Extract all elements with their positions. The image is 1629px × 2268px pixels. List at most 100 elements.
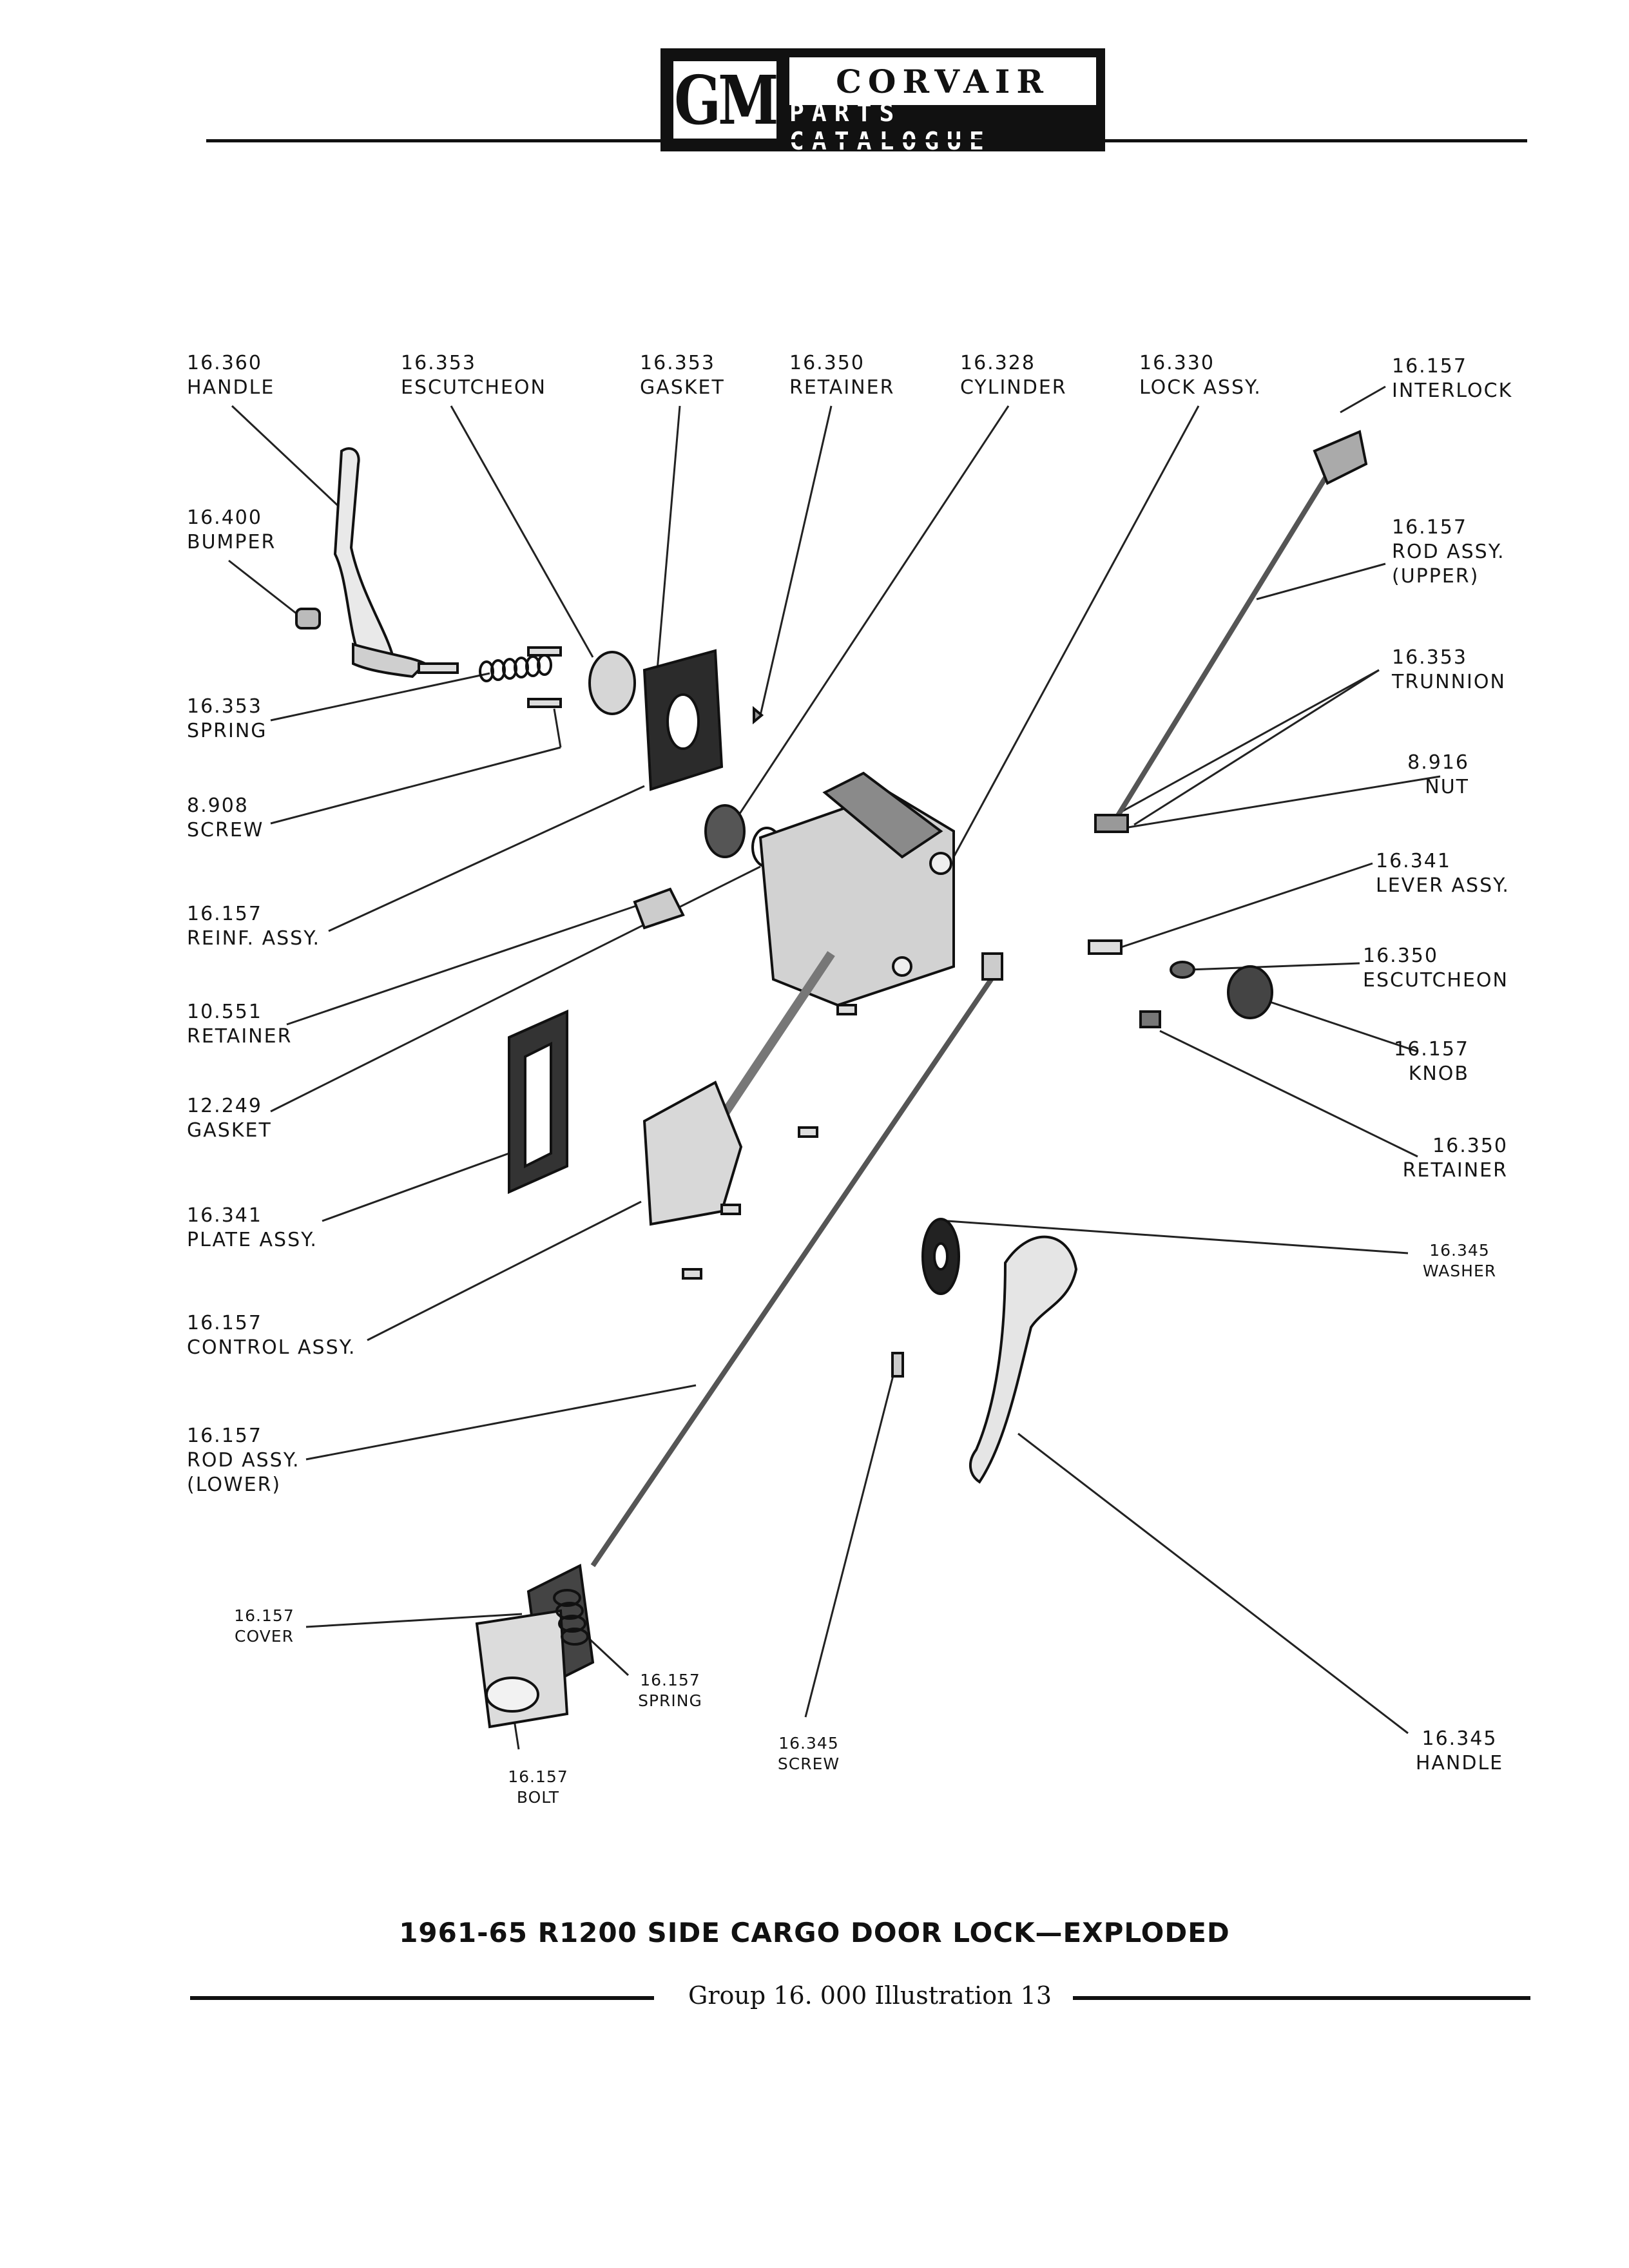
callout-number: 16.157 (234, 1606, 294, 1625)
screw-lock-part (836, 1004, 857, 1015)
leader-handle-right (1017, 1432, 1409, 1735)
callout-reinf-assy: 16.157 REINF. ASSY. (187, 902, 320, 951)
callout-number: 16.350 (1363, 945, 1438, 967)
callout-bumper: 16.400 BUMPER (187, 506, 276, 555)
lever-assy-part (1088, 939, 1123, 955)
leader-reinf (328, 785, 645, 932)
leader-rod-upper (1256, 562, 1386, 601)
callout-number: 16.345 (1422, 1727, 1498, 1750)
callout-number: 16.400 (187, 506, 262, 529)
rod-lower-end (981, 952, 1003, 981)
callout-number: 16.328 (960, 352, 1036, 374)
callout-bolt: 16.157 BOLT (496, 1767, 580, 1808)
callout-name: SCREW (187, 819, 264, 841)
callout-extra: (LOWER) (187, 1474, 282, 1496)
callout-rod-assy-upper: 16.157 ROD ASSY. (UPPER) (1392, 515, 1505, 589)
leader-spring-left (270, 672, 490, 722)
leader-knob (1256, 996, 1418, 1053)
callout-name: CYLINDER (960, 376, 1067, 399)
retainer-top-part (753, 706, 764, 725)
leader-control-assy (367, 1200, 642, 1341)
callout-number: 16.157 (187, 903, 262, 925)
leader-escutcheon-right (1188, 962, 1360, 971)
callout-lever-assy: 16.341 LEVER ASSY. (1376, 849, 1510, 898)
gm-logo-mark: GM (670, 57, 780, 142)
control-screw-1 (798, 1126, 818, 1138)
callout-name: RETAINER (1402, 1159, 1508, 1182)
control-screw-2 (720, 1204, 741, 1215)
leader-interlock (1340, 385, 1386, 414)
callout-knob: 16.157 KNOB (1373, 1037, 1469, 1086)
leader-cylinder (727, 405, 1010, 832)
callout-name: ROD ASSY. (187, 1449, 300, 1472)
callout-number: 16.157 (187, 1312, 262, 1334)
leader-gasket-top (656, 405, 681, 671)
plate-assy-inner (524, 1041, 552, 1169)
callout-name: BOLT (516, 1788, 560, 1807)
callout-handle-right: 16.345 HANDLE (1411, 1727, 1508, 1776)
callout-number: 16.330 (1139, 352, 1215, 374)
callout-name: REINF. ASSY. (187, 927, 320, 950)
callout-interlock: 16.157 INTERLOCK (1392, 354, 1512, 403)
brand-box: CORVAIR (789, 57, 1096, 105)
callout-name: INTERLOCK (1392, 380, 1513, 402)
callout-name: RETAINER (187, 1025, 293, 1048)
leader-trunnion-1 (1121, 669, 1380, 813)
callout-cylinder: 16.328 CYLINDER (960, 351, 1067, 400)
callout-number: 16.350 (1432, 1135, 1508, 1157)
callout-number: 10.551 (187, 1001, 262, 1023)
leader-retainer-top (759, 405, 833, 716)
gasket-top-hole (666, 693, 700, 750)
footer-rule-right (1073, 1996, 1530, 2000)
screw-left-part (527, 646, 562, 657)
callout-name: LEVER ASSY. (1376, 874, 1510, 897)
leader-nut (1124, 775, 1441, 829)
leader-lines (228, 385, 1441, 1750)
screw-bottom-part (891, 1352, 904, 1378)
callout-spring-bottom: 16.157 SPRING (628, 1670, 712, 1711)
callout-gasket-left: 12.249 GASKET (187, 1094, 272, 1143)
illustration-caption: 1961-65 R1200 SIDE CARGO DOOR LOCK—EXPLO… (399, 1917, 1230, 1948)
lock-stud-1 (929, 852, 952, 875)
callout-retainer-left: 10.551 RETAINER (187, 1000, 292, 1049)
rod-lower-part (590, 971, 998, 1568)
callout-name: COVER (235, 1627, 294, 1646)
callout-number: 8.908 (187, 794, 249, 817)
callout-number: 16.157 (640, 1671, 700, 1689)
leader-lever-assy (1121, 862, 1373, 948)
outside-handle-part (333, 447, 395, 669)
callout-number: 16.350 (789, 352, 865, 374)
inside-handle-part (969, 1235, 1078, 1484)
callout-number: 16.345 (778, 1734, 839, 1753)
footer-rule-left (190, 1996, 654, 2000)
callout-name: ESCUTCHEON (1363, 969, 1509, 992)
gm-logo-text: GM (674, 60, 778, 140)
callout-name: GASKET (187, 1119, 272, 1142)
callout-number: 16.360 (187, 352, 262, 374)
reinf-assy-part (633, 887, 685, 930)
cylinder-part (704, 804, 746, 858)
callout-retainer-right: 16.350 RETAINER (1353, 1134, 1508, 1183)
callout-control-assy: 16.157 CONTROL ASSY. (187, 1311, 356, 1360)
footer-group: Group 16. 000 (688, 1981, 867, 2010)
control-plate-part (642, 1081, 743, 1226)
lock-stud-2 (892, 956, 912, 977)
leader-screw-left-b (553, 708, 562, 748)
callout-number: 16.345 (1429, 1241, 1490, 1260)
leader-escutcheon-top (450, 405, 594, 658)
callout-plate-assy: 16.341 PLATE ASSY. (187, 1204, 318, 1253)
callout-name: SPRING (187, 720, 267, 742)
callout-number: 16.341 (1376, 850, 1451, 872)
callout-gasket-top: 16.353 GASKET (640, 351, 725, 400)
callout-number: 16.353 (401, 352, 476, 374)
callout-number: 16.157 (1392, 355, 1467, 378)
callout-spring-left: 16.353 SPRING (187, 695, 267, 744)
callout-number: 16.157 (1394, 1038, 1469, 1061)
callout-number: 16.157 (187, 1425, 262, 1447)
callout-name: ROD ASSY. (1392, 541, 1505, 563)
callout-name: PLATE ASSY. (187, 1229, 318, 1251)
escutcheon-right-part (1170, 961, 1195, 979)
pin-part (418, 662, 459, 674)
callout-name: BUMPER (187, 531, 276, 553)
leader-bumper (228, 559, 304, 620)
